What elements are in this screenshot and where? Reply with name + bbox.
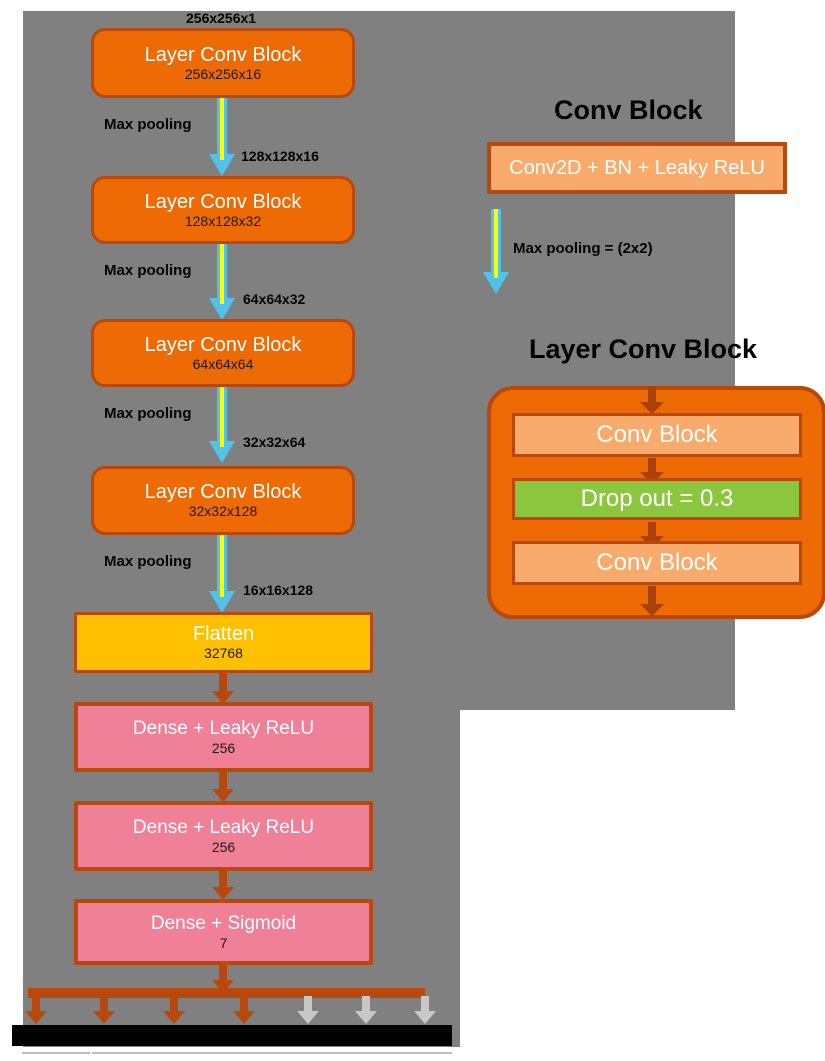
max-pooling-legend-arrow [483, 209, 509, 294]
max-pooling-legend-label: Max pooling = (2x2) [513, 240, 653, 257]
detail-arrow-in [640, 386, 664, 414]
output-arrow-3 [163, 996, 185, 1024]
flatten-block[interactable]: Flatten 32768 [74, 612, 373, 673]
output-arrow-5 [297, 996, 319, 1024]
dense-block-output[interactable]: Dense + Sigmoid 7 [74, 899, 373, 965]
input-shape-label: 256x256x1 [186, 10, 257, 26]
max-pooling-arrow-2 [209, 244, 235, 320]
layer-conv-block-heading: Layer Conv Block [529, 334, 758, 364]
detail-arrow-conv1-drop [640, 458, 664, 484]
block-title: Flatten [192, 623, 255, 645]
footer-rule-right [92, 1052, 452, 1054]
block-title: Dense + Leaky ReLU [132, 816, 315, 838]
connector-arrow-output-bus [212, 965, 234, 993]
max-pooling-label-4: Max pooling [104, 553, 192, 570]
max-pooling-label-2: Max pooling [104, 262, 192, 279]
block-shape: 64x64x64 [192, 355, 254, 372]
output-arrow-7 [414, 996, 436, 1024]
block-shape: 32x32x128 [188, 503, 258, 519]
detail-row-dropout[interactable]: Drop out = 0.3 [512, 478, 802, 520]
block-title: Dense + Sigmoid [150, 912, 297, 934]
layer-conv-block-3[interactable]: Layer Conv Block 64x64x64 [91, 319, 355, 387]
footer-rule-left [22, 1052, 90, 1054]
block-title: Layer Conv Block [144, 333, 302, 356]
block-units: 256 [211, 838, 236, 855]
conv-block-legend-box[interactable]: Conv2D + BN + Leaky ReLU [487, 142, 787, 194]
output-arrow-6 [355, 996, 377, 1024]
dense-block-2[interactable]: Dense + Leaky ReLU 256 [74, 801, 373, 871]
conv-block-heading: Conv Block [554, 95, 703, 125]
detail-row-conv-block-2[interactable]: Conv Block [512, 541, 802, 585]
block-title: Layer Conv Block [144, 43, 302, 66]
output-arrow-2 [93, 996, 115, 1024]
max-pooling-arrow-1 [209, 98, 235, 176]
output-distribution-bus [28, 988, 425, 998]
block-title: Layer Conv Block [144, 190, 302, 213]
connector-arrow-dense1-dense2 [212, 772, 234, 802]
connector-arrow-flatten-dense1 [212, 673, 234, 704]
max-pooling-arrow-4 [209, 535, 235, 613]
pool-output-label-1: 128x128x16 [241, 148, 319, 164]
block-units: 7 [219, 934, 228, 951]
block-shape: 256x256x16 [184, 65, 262, 82]
max-pooling-arrow-3 [209, 387, 235, 463]
connector-arrow-dense2-dense3 [212, 871, 234, 900]
layer-conv-block-4[interactable]: Layer Conv Block 32x32x128 [91, 466, 355, 535]
output-arrow-4 [233, 996, 255, 1024]
redacted-output-labels [12, 1025, 452, 1046]
detail-row-conv-block-1[interactable]: Conv Block [512, 413, 802, 457]
layer-conv-block-1[interactable]: Layer Conv Block 256x256x16 [91, 28, 355, 98]
block-title: Dense + Leaky ReLU [132, 717, 315, 739]
output-arrow-1 [25, 996, 47, 1024]
pool-output-label-2: 64x64x32 [243, 291, 306, 307]
block-units: 32768 [204, 645, 243, 661]
max-pooling-label-3: Max pooling [104, 405, 192, 422]
dense-block-1[interactable]: Dense + Leaky ReLU 256 [74, 702, 373, 772]
block-shape: 128x128x32 [184, 212, 262, 229]
block-units: 256 [211, 739, 236, 756]
layer-conv-block-2[interactable]: Layer Conv Block 128x128x32 [91, 176, 355, 244]
max-pooling-label-1: Max pooling [104, 116, 192, 133]
block-title: Layer Conv Block [144, 481, 302, 503]
pool-output-label-4: 16x16x128 [243, 582, 314, 598]
pool-output-label-3: 32x32x64 [243, 434, 306, 450]
detail-arrow-out [640, 586, 664, 616]
